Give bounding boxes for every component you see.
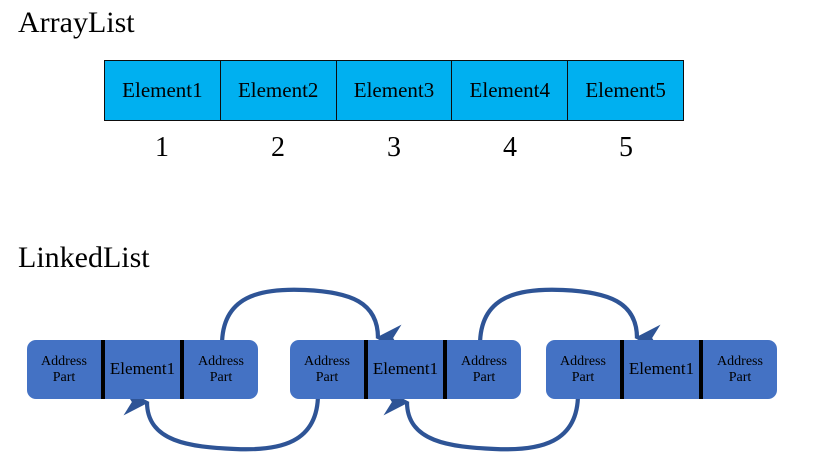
node-next-address-part: Address Part <box>447 340 521 399</box>
array-cell: Element1 <box>105 61 221 120</box>
node-prev-address-line2: Part <box>52 369 76 385</box>
linkedlist-node: Address Part Element1 Address Part <box>290 340 521 399</box>
node-next-address-line2: Part <box>209 369 233 385</box>
node-next-address-line1: Address <box>717 354 763 370</box>
array-index-label: 4 <box>503 132 517 163</box>
node-prev-address-line1: Address <box>560 354 606 370</box>
node-prev-address-line2: Part <box>315 369 339 385</box>
next-link-2-arrow <box>477 287 661 352</box>
arraylist-index-row: 1 2 3 4 5 <box>104 132 684 173</box>
node-prev-address-part: Address Part <box>290 340 364 399</box>
node-prev-address-line1: Address <box>304 354 350 370</box>
node-next-address-line1: Address <box>198 354 244 370</box>
node-prev-address-line1: Address <box>41 354 87 370</box>
linkedlist-title: LinkedList <box>18 241 150 274</box>
array-index-label: 2 <box>271 132 285 163</box>
node-next-address-part: Address Part <box>703 340 777 399</box>
array-cell: Element4 <box>452 61 569 120</box>
next-link-1-arrow <box>219 287 402 352</box>
node-next-address-part: Address Part <box>184 340 258 399</box>
array-cell: Element2 <box>220 61 337 120</box>
node-next-address-line1: Address <box>461 354 507 370</box>
node-data-part: Element1 <box>620 340 703 399</box>
arraylist-row: Element1 Element2 Element3 Element4 Elem… <box>104 60 684 121</box>
prev-link-2-arrow <box>383 388 581 452</box>
linkedlist-node: Address Part Element1 Address Part <box>27 340 258 399</box>
array-cell: Element5 <box>568 61 683 120</box>
node-data-part: Element1 <box>364 340 447 399</box>
node-next-address-line2: Part <box>472 369 496 385</box>
node-prev-address-line2: Part <box>571 369 595 385</box>
node-data-part: Element1 <box>101 340 184 399</box>
array-index-label: 1 <box>155 132 169 163</box>
node-next-address-line2: Part <box>728 369 752 385</box>
node-prev-address-part: Address Part <box>27 340 101 399</box>
linkedlist-node: Address Part Element1 Address Part <box>546 340 777 399</box>
node-prev-address-part: Address Part <box>546 340 620 399</box>
array-cell: Element3 <box>336 61 453 120</box>
array-index-label: 3 <box>387 132 401 163</box>
prev-link-1-arrow <box>123 388 321 452</box>
arraylist-title: ArrayList <box>18 6 135 39</box>
array-index-label: 5 <box>619 132 633 163</box>
